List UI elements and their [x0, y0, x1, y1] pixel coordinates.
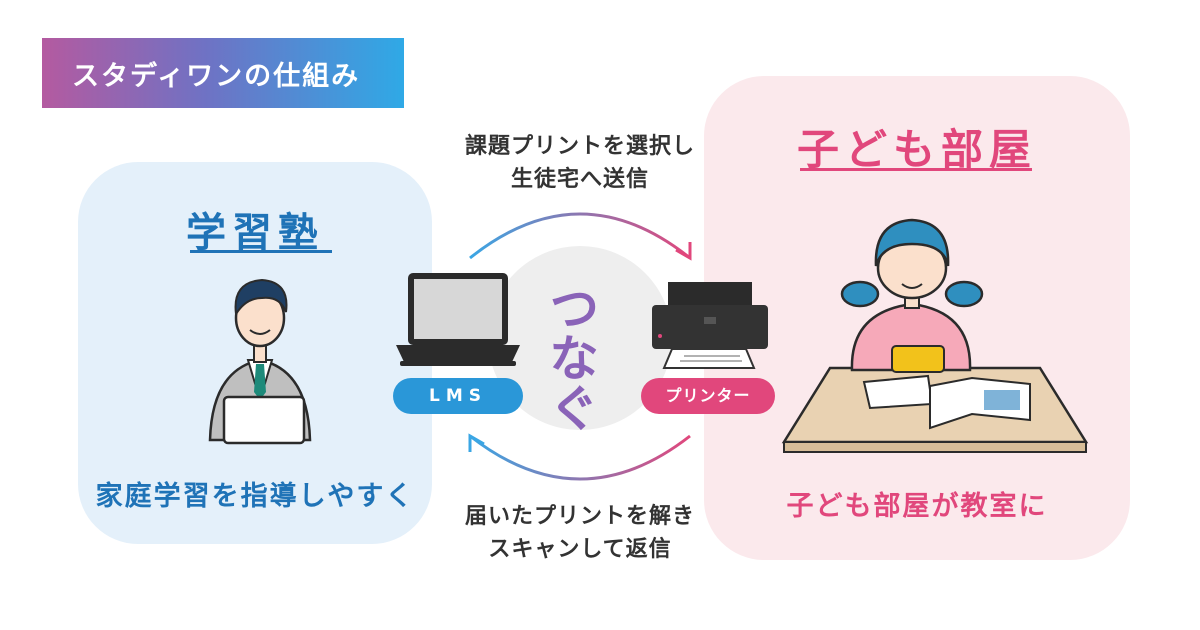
return-label-line2: スキャンして返信 [430, 533, 730, 566]
return-label-line1: 届いたプリントを解き [430, 500, 730, 533]
return-label: 届いたプリントを解き スキャンして返信 [430, 500, 730, 566]
kids-room-caption: 子ども部屋が教室に [704, 484, 1130, 523]
kids-room-title-underline [800, 168, 1032, 171]
send-label-line2: 生徒宅へ送信 [430, 163, 730, 196]
teacher-illustration [210, 280, 310, 443]
send-label: 課題プリントを選択し 生徒宅へ送信 [430, 130, 730, 196]
school-title-underline [190, 250, 332, 253]
lms-label: LMS [393, 378, 523, 414]
printer-label: プリンター [641, 378, 775, 414]
printer-icon [652, 282, 768, 368]
send-label-line1: 課題プリントを選択し [430, 130, 730, 163]
student-illustration [784, 220, 1086, 452]
connect-text: つなぐ [500, 262, 640, 452]
school-caption: 家庭学習を指導しやすく [78, 474, 432, 513]
